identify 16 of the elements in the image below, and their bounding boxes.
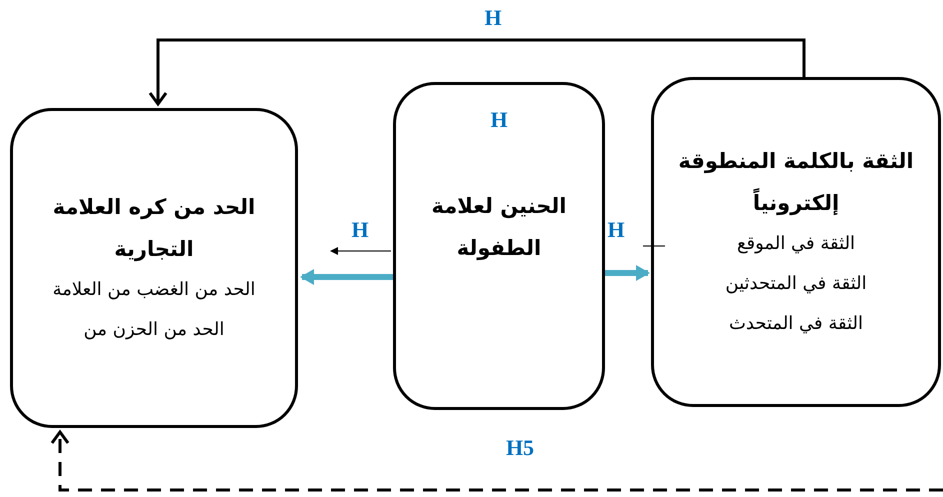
rounded-box bbox=[393, 82, 605, 410]
rounded-box bbox=[10, 108, 298, 428]
heading-text: الحنين لعلامة الطفولة bbox=[430, 193, 568, 262]
arrow bbox=[605, 265, 650, 281]
item-text: الحد من الغضب من العلامة bbox=[52, 278, 256, 302]
arrow bbox=[50, 430, 943, 492]
item-text: الثقة في المتحدث bbox=[728, 312, 864, 336]
item-text: الحد من الحزن من bbox=[84, 318, 224, 342]
item-text: الثقة في الموقع bbox=[736, 232, 856, 256]
rounded-box bbox=[651, 77, 941, 407]
item-text: الثقة في المتحدثين bbox=[725, 272, 867, 296]
heading-text: الحد من كره العلامة التجارية bbox=[52, 194, 256, 264]
arrow bbox=[300, 269, 393, 285]
hypothesis-label: H bbox=[490, 107, 508, 133]
heading-text: الثقة بالكلمة المنطوقة إلكترونياً bbox=[677, 148, 915, 218]
arrow bbox=[148, 38, 806, 106]
